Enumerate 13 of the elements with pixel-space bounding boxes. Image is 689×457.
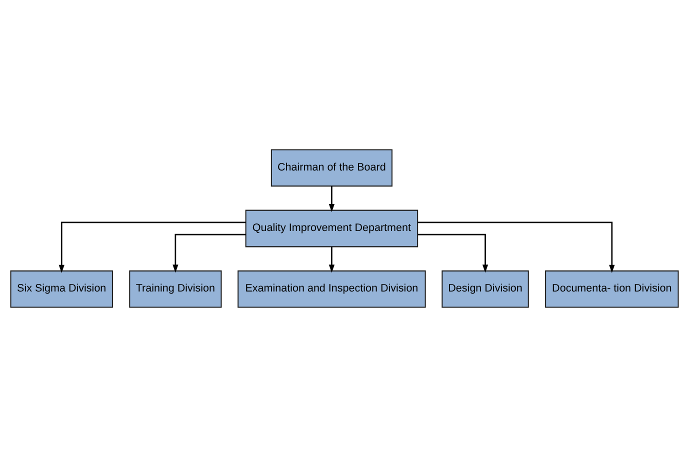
arrow bbox=[328, 246, 335, 273]
node-box: Six Sigma Division bbox=[10, 270, 113, 308]
arrow bbox=[418, 222, 615, 273]
arrow bbox=[328, 186, 335, 212]
arrow bbox=[58, 222, 246, 273]
node-box: Documenta- tion Division bbox=[545, 270, 679, 308]
node-box: Design Division bbox=[442, 270, 529, 308]
node-box: Chairman of the Board bbox=[270, 149, 392, 187]
arrow bbox=[418, 234, 488, 273]
node-box: Quality Improvement Department bbox=[245, 210, 418, 248]
arrow bbox=[172, 234, 246, 273]
node-box: Examination and Inspection Division bbox=[238, 270, 426, 308]
node-box: Training Division bbox=[129, 270, 222, 308]
